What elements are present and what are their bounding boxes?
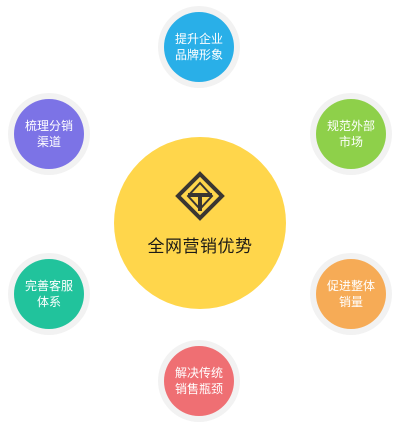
node-label-overall-sales: 促进整体销量 [326, 279, 375, 309]
node-distribution-channels: 梳理分销渠道 [14, 99, 84, 169]
triangle-t-logo-icon [175, 171, 225, 221]
node-overall-sales: 促进整体销量 [316, 259, 386, 329]
center-title: 全网营销优势 [147, 237, 253, 257]
node-sales-bottleneck: 解决传统销售瓶颈 [164, 346, 234, 416]
node-label-sales-bottleneck: 解决传统销售瓶颈 [174, 366, 223, 396]
node-brand-image: 提升企业品牌形象 [164, 12, 234, 82]
node-label-customer-service: 完善客服体系 [24, 279, 73, 309]
node-external-market: 规范外部市场 [316, 99, 386, 169]
node-label-distribution-channels: 梳理分销渠道 [24, 119, 73, 149]
node-label-brand-image: 提升企业品牌形象 [174, 32, 223, 62]
center-circle: 全网营销优势 [114, 137, 286, 309]
node-label-external-market: 规范外部市场 [326, 119, 375, 149]
node-customer-service: 完善客服体系 [14, 259, 84, 329]
